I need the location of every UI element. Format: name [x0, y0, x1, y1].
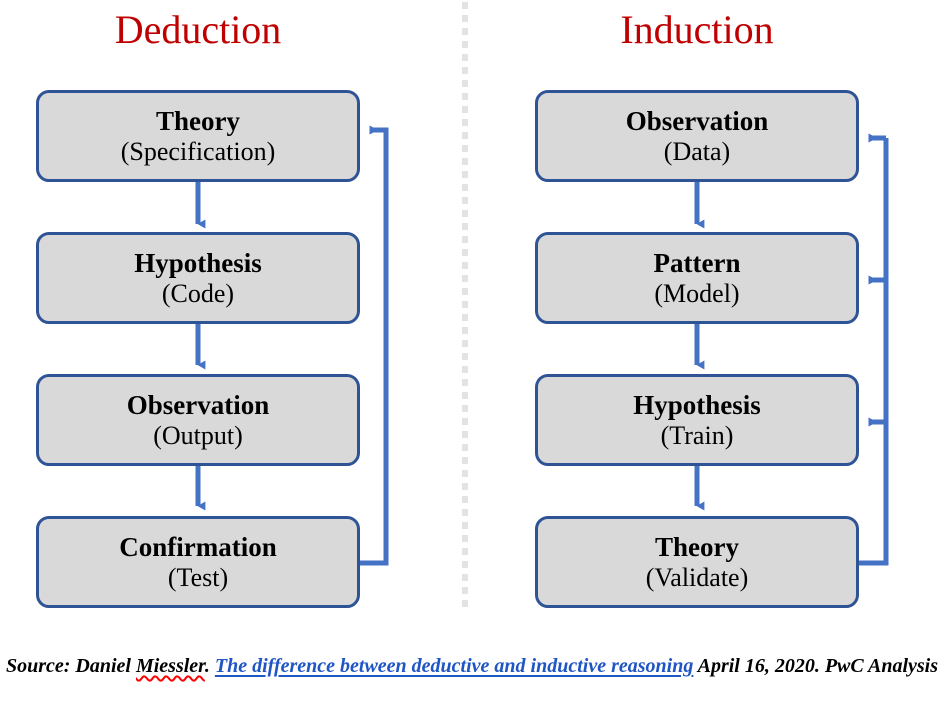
- node-induction-observation[interactable]: Observation (Data): [535, 90, 859, 182]
- node-subtitle: (Code): [161, 278, 235, 308]
- source-author-misspelled: Miessler: [135, 655, 205, 677]
- node-induction-theory[interactable]: Theory (Validate): [535, 516, 859, 608]
- node-title: Confirmation: [119, 531, 277, 562]
- node-deduction-theory[interactable]: Theory (Specification): [36, 90, 360, 182]
- node-title: Theory: [156, 105, 240, 136]
- column-title-deduction: Deduction: [114, 7, 282, 52]
- node-subtitle: (Model): [654, 278, 740, 308]
- column-title-induction: Induction: [620, 7, 774, 52]
- node-subtitle: (Data): [663, 136, 731, 166]
- node-title: Pattern: [653, 247, 741, 278]
- column-divider: [462, 2, 468, 610]
- node-deduction-observation[interactable]: Observation (Output): [36, 374, 360, 466]
- node-subtitle: (Train): [660, 420, 734, 450]
- node-title: Observation: [625, 105, 769, 136]
- node-title: Observation: [126, 389, 270, 420]
- node-subtitle: (Validate): [645, 562, 749, 592]
- induction-feedback-trunk: [859, 138, 889, 566]
- source-article-link[interactable]: The difference between deductive and ind…: [214, 655, 694, 677]
- deduction-feedback-loop: [360, 125, 389, 566]
- node-title: Hypothesis: [633, 389, 761, 420]
- node-subtitle: (Specification): [120, 136, 276, 166]
- node-subtitle: (Output): [153, 420, 243, 450]
- source-suffix: April 16, 2020. PwC Analysis: [693, 655, 939, 677]
- node-induction-hypothesis[interactable]: Hypothesis (Train): [535, 374, 859, 466]
- node-title: Hypothesis: [134, 247, 262, 278]
- source-citation: Source: Daniel Miessler. The difference …: [0, 652, 944, 680]
- source-prefix: Source: Daniel: [5, 655, 136, 677]
- node-subtitle: (Test): [167, 562, 229, 592]
- node-induction-pattern[interactable]: Pattern (Model): [535, 232, 859, 324]
- node-title: Theory: [655, 531, 739, 562]
- node-deduction-hypothesis[interactable]: Hypothesis (Code): [36, 232, 360, 324]
- source-after-name: .: [204, 655, 215, 677]
- node-deduction-confirmation[interactable]: Confirmation (Test): [36, 516, 360, 608]
